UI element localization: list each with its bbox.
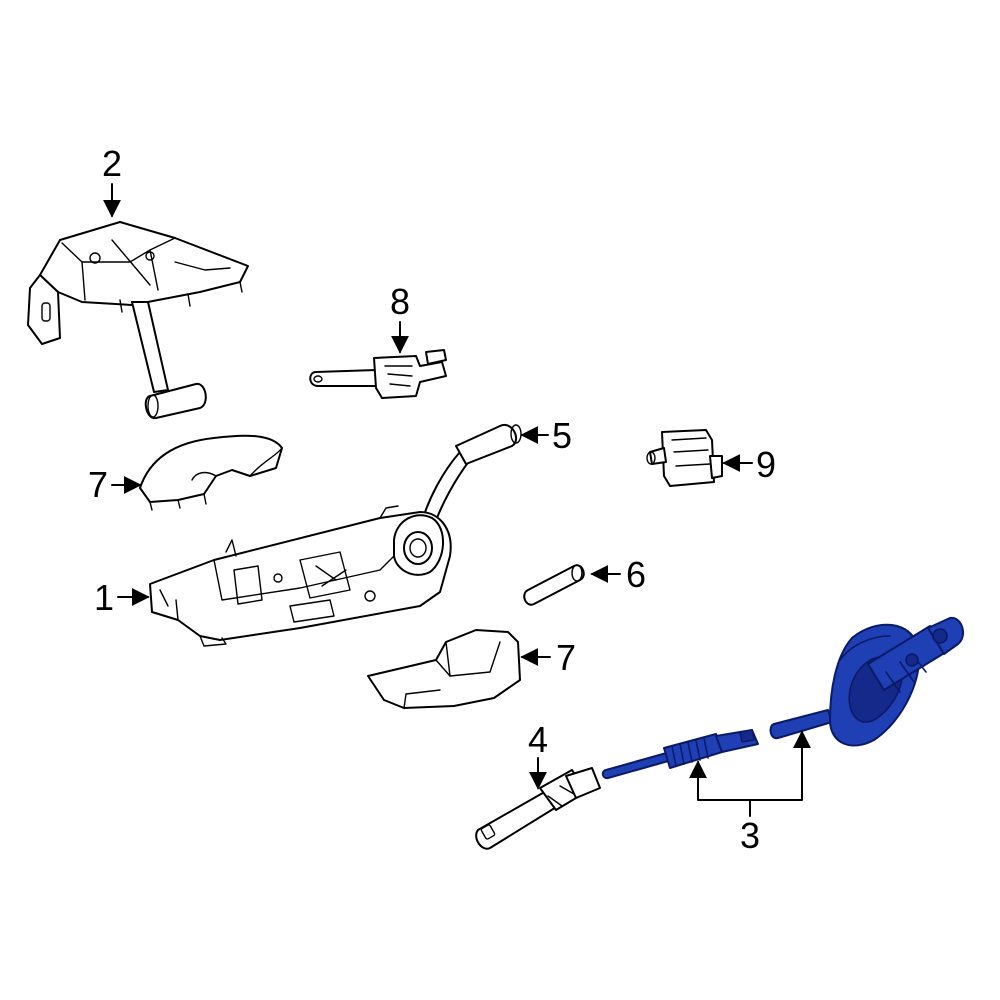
callout-leaders [103,183,811,817]
callout-6: 6 [626,554,646,595]
callout-7-lower: 7 [556,637,576,678]
part-7-lower-shroud [367,629,521,709]
part-1-steering-column [149,505,452,647]
part-6-pin [523,564,585,606]
callout-5: 5 [552,415,572,456]
part-7-upper-shroud [139,434,283,511]
part-8-ignition-switch [309,349,447,399]
part-3-steering-shaft-highlighted [601,616,965,780]
callout-3: 3 [740,815,760,856]
callout-9: 9 [756,444,776,485]
callout-2: 2 [102,143,122,184]
part-9-switch [646,429,723,487]
part-4-intermediate-shaft [475,767,601,850]
callout-8: 8 [390,281,410,322]
callout-1: 1 [94,577,114,618]
callout-4: 4 [528,719,548,760]
callout-7-upper: 7 [88,464,108,505]
part-2-bracket [27,221,249,420]
